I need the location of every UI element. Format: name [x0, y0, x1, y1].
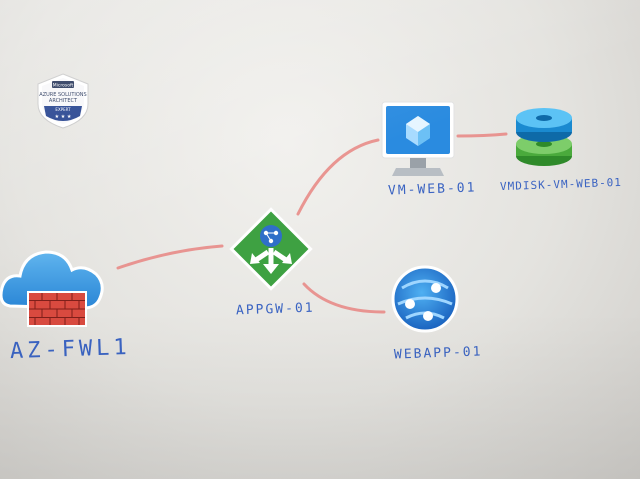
web-app-icon	[390, 264, 460, 334]
badge-brand: Microsoft	[53, 83, 74, 89]
vm-label: VM-WEB-01	[387, 180, 477, 199]
app-gateway-label: APPGW-01	[235, 300, 315, 319]
badge-level: EXPERT	[55, 107, 71, 112]
certification-badge-icon: Microsoft AZURE SOLUTIONS ARCHITECT EXPE…	[34, 72, 92, 130]
connector-vm-disk	[456, 132, 508, 138]
badge-line2: ARCHITECT	[49, 98, 78, 104]
svg-text:★ ★ ★: ★ ★ ★	[55, 114, 72, 120]
firewall-icon	[0, 240, 108, 332]
webapp-label: WEBAPP-01	[393, 344, 483, 363]
virtual-machine-icon	[380, 100, 456, 182]
connector-appgw-webapp	[302, 282, 386, 314]
firewall-label: AZ-FWL1	[9, 334, 132, 365]
application-gateway-icon	[228, 206, 314, 292]
connector-appgw-vm	[296, 138, 380, 216]
badge-line1: AZURE SOLUTIONS	[39, 92, 86, 98]
connector-firewall-appgw	[116, 244, 224, 270]
managed-disk-icon	[512, 104, 576, 176]
